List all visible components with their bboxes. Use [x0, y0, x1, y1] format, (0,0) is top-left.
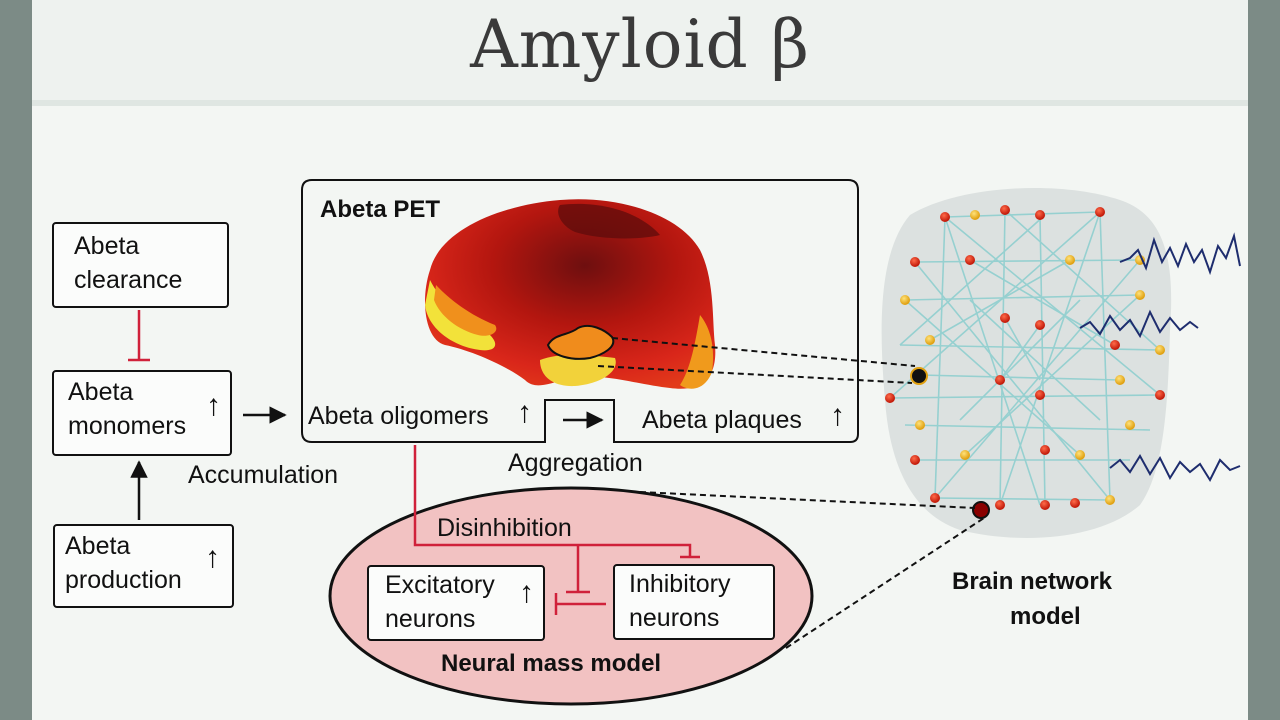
accumulation-label: Accumulation [188, 461, 339, 489]
plaques-up-arrow: ↑ [830, 399, 845, 432]
inhibitory-line2: neurons [629, 604, 720, 632]
aggregation-label: Aggregation [508, 449, 643, 477]
abeta-oligomers-label: Abeta oligomers [308, 402, 489, 430]
abeta-pet-title: Abeta PET [320, 196, 441, 223]
brain-network-label-line2: model [1010, 603, 1081, 630]
disinhibition-label: Disinhibition [437, 514, 572, 542]
monomers-line1: Abeta [68, 378, 134, 406]
abeta-plaques-label: Abeta plaques [642, 406, 802, 434]
red-inhibition-lines [128, 310, 700, 615]
clearance-line2: clearance [74, 266, 183, 294]
monomers-line2: monomers [68, 412, 187, 440]
production-line1: Abeta [65, 532, 131, 560]
inhibitory-line1: Inhibitory [629, 570, 731, 598]
brain-network-label-line1: Brain network [952, 568, 1113, 595]
clearance-line1: Abeta [74, 232, 140, 260]
monomers-up-arrow: ↑ [206, 389, 221, 422]
oligomers-up-arrow: ↑ [517, 396, 532, 429]
slide-title: Amyloid β [470, 6, 810, 83]
production-up-arrow: ↑ [205, 541, 220, 574]
inhibitory-neurons-box: Inhibitory neurons [613, 564, 775, 640]
abeta-production-box: Abeta production ↑ [53, 524, 234, 608]
excitatory-up-arrow: ↑ [519, 576, 534, 609]
brain-network-image [881, 188, 1241, 538]
abeta-monomers-box: Abeta monomers ↑ [52, 370, 232, 456]
left-border [0, 0, 32, 720]
excitatory-line1: Excitatory [385, 571, 495, 599]
title-band: Amyloid β [32, 0, 1248, 106]
right-border [1248, 0, 1280, 720]
neural-mass-model-label: Neural mass model [441, 650, 662, 677]
excitatory-line2: neurons [385, 605, 476, 633]
pet-brain-image [425, 199, 716, 389]
production-line2: production [65, 566, 182, 594]
neural-mass-ellipse [328, 486, 814, 706]
excitatory-neurons-box: Excitatory neurons ↑ [367, 565, 545, 641]
abeta-pet-box [301, 179, 859, 443]
abeta-clearance-box: Abeta clearance [52, 222, 229, 308]
dashed-connectors [597, 337, 985, 649]
